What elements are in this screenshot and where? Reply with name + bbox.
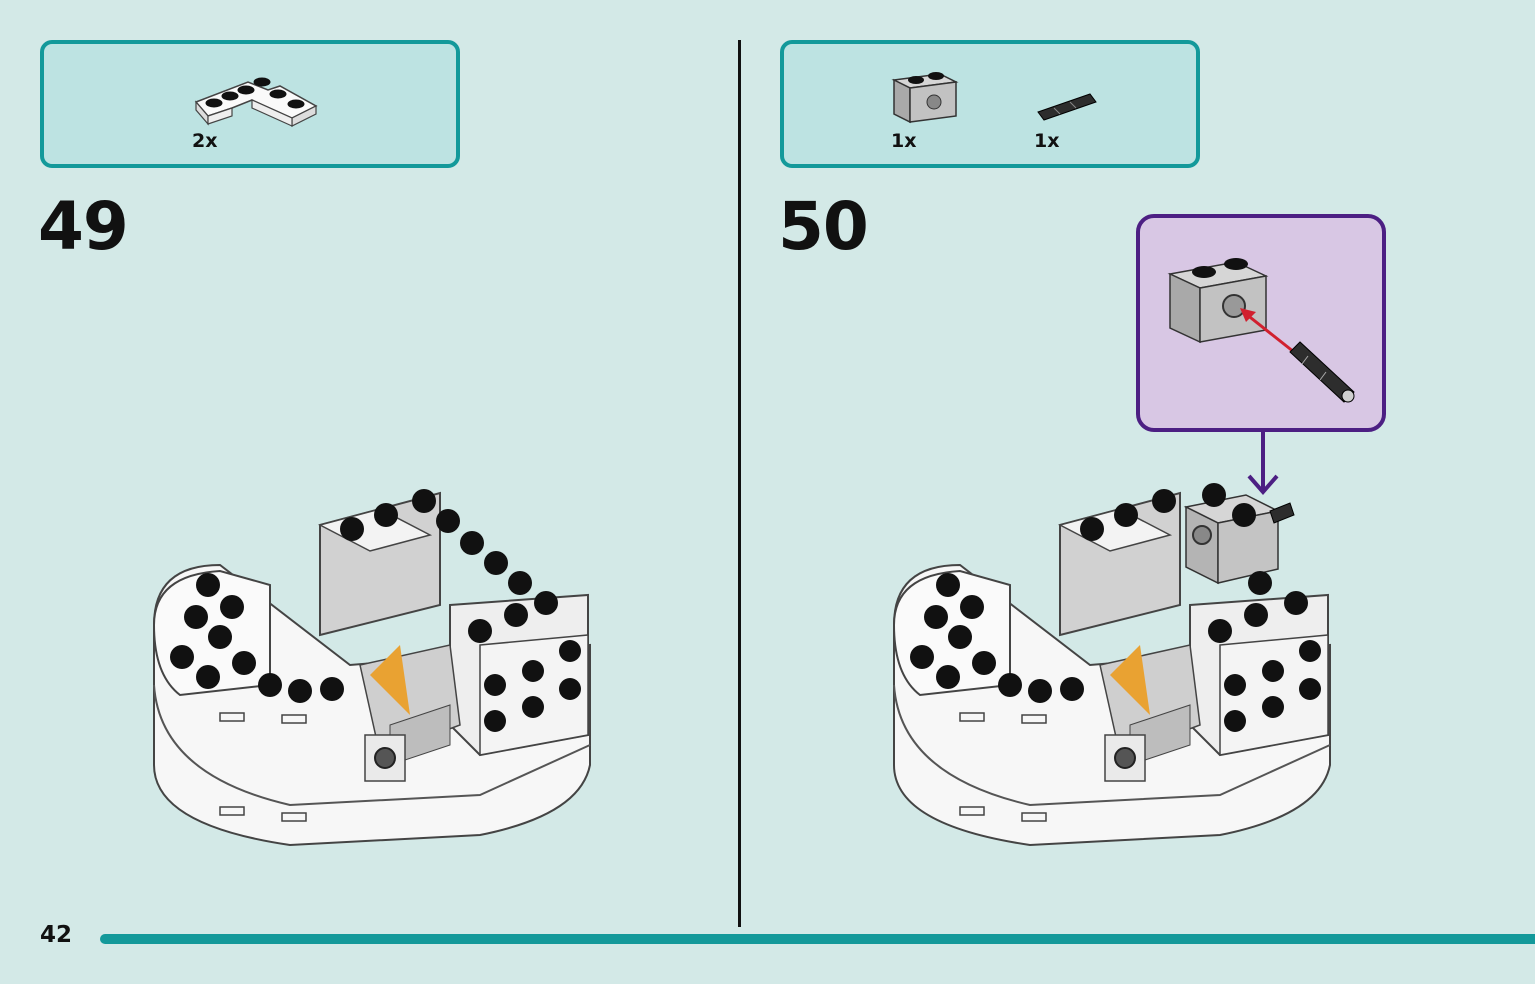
purple-arrow-icon — [1247, 430, 1279, 496]
black-technic-pin-icon — [1037, 93, 1097, 121]
part-quantity: 1x — [1034, 130, 1060, 152]
boat-model-illustration — [152, 489, 591, 847]
page-number: 42 — [40, 922, 73, 948]
parts-list-step-49: 2x — [40, 40, 460, 168]
page-divider — [738, 40, 741, 927]
part-quantity: 2x — [192, 130, 218, 152]
step-number: 50 — [778, 188, 869, 265]
gray-technic-brick-icon — [891, 72, 959, 124]
white-l-plate-icon — [194, 77, 318, 127]
part-quantity: 1x — [891, 130, 917, 152]
step-number: 49 — [38, 188, 129, 265]
parts-list-step-50: 1x 1x — [780, 40, 1200, 168]
boat-model-illustration — [892, 483, 1331, 847]
callout-subassembly — [1136, 214, 1386, 432]
black-technic-pin-icon — [1289, 341, 1355, 403]
footer-rule — [100, 934, 1535, 944]
red-arrow-icon — [1240, 308, 1295, 354]
